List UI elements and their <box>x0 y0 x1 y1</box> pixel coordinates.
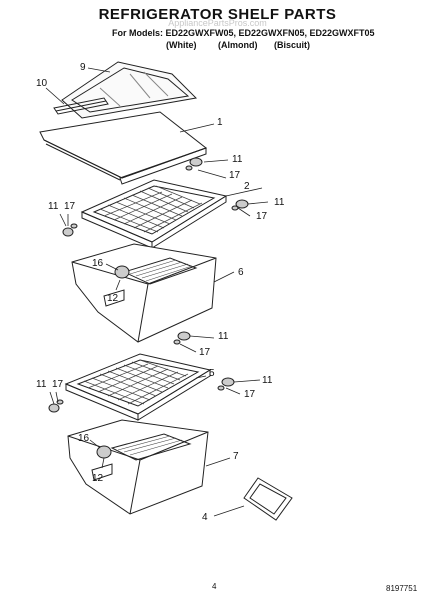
callout-16: 16 <box>78 433 90 444</box>
callout-1: 1 <box>217 117 223 128</box>
callout-11: 11 <box>232 154 243 165</box>
variant-biscuit: (Biscuit) <box>274 40 310 50</box>
callout-11: 11 <box>36 379 47 390</box>
callout-17: 17 <box>256 211 268 222</box>
page-number: 4 <box>212 582 217 591</box>
document-number: 8197751 <box>386 584 418 593</box>
callout-17: 17 <box>199 347 211 358</box>
part-2-crisper-cover <box>80 179 228 249</box>
callout-9: 9 <box>80 62 86 73</box>
part-6-crisper-drawer <box>71 243 217 343</box>
leader-lines <box>45 67 269 517</box>
variant-white: (White) <box>166 40 197 50</box>
callout-17: 17 <box>64 201 76 212</box>
callout-6: 6 <box>238 267 244 278</box>
callout-16: 16 <box>92 258 104 269</box>
callout-12: 12 <box>92 473 104 484</box>
watermark: AppliancePartsPros.com <box>168 18 267 28</box>
callout-11: 11 <box>262 375 273 386</box>
callout-17: 17 <box>244 389 256 400</box>
part-1-shelf-frame <box>39 111 208 185</box>
callout-7: 7 <box>233 451 239 462</box>
callout-11: 11 <box>48 201 59 212</box>
models-line: For Models: ED22GWXFW05, ED22GWXFN05, ED… <box>112 28 375 38</box>
part-4-label <box>243 477 293 521</box>
callout-11: 11 <box>218 331 229 342</box>
part-9-glass-insert <box>61 61 198 119</box>
callout-2: 2 <box>244 181 250 192</box>
part-10-trim <box>53 97 109 115</box>
callout-12: 12 <box>107 293 119 304</box>
callout-17: 17 <box>52 379 64 390</box>
callout-10: 10 <box>36 78 48 89</box>
fastener-parts <box>48 157 249 459</box>
callout-17: 17 <box>229 170 241 181</box>
callout-11: 11 <box>274 197 285 208</box>
page-title: REFRIGERATOR SHELF PARTS <box>98 6 337 23</box>
callout-5: 5 <box>209 368 215 379</box>
variant-almond: (Almond) <box>218 40 258 50</box>
part-5-crisper-cover <box>64 353 212 421</box>
callout-4: 4 <box>202 512 208 523</box>
